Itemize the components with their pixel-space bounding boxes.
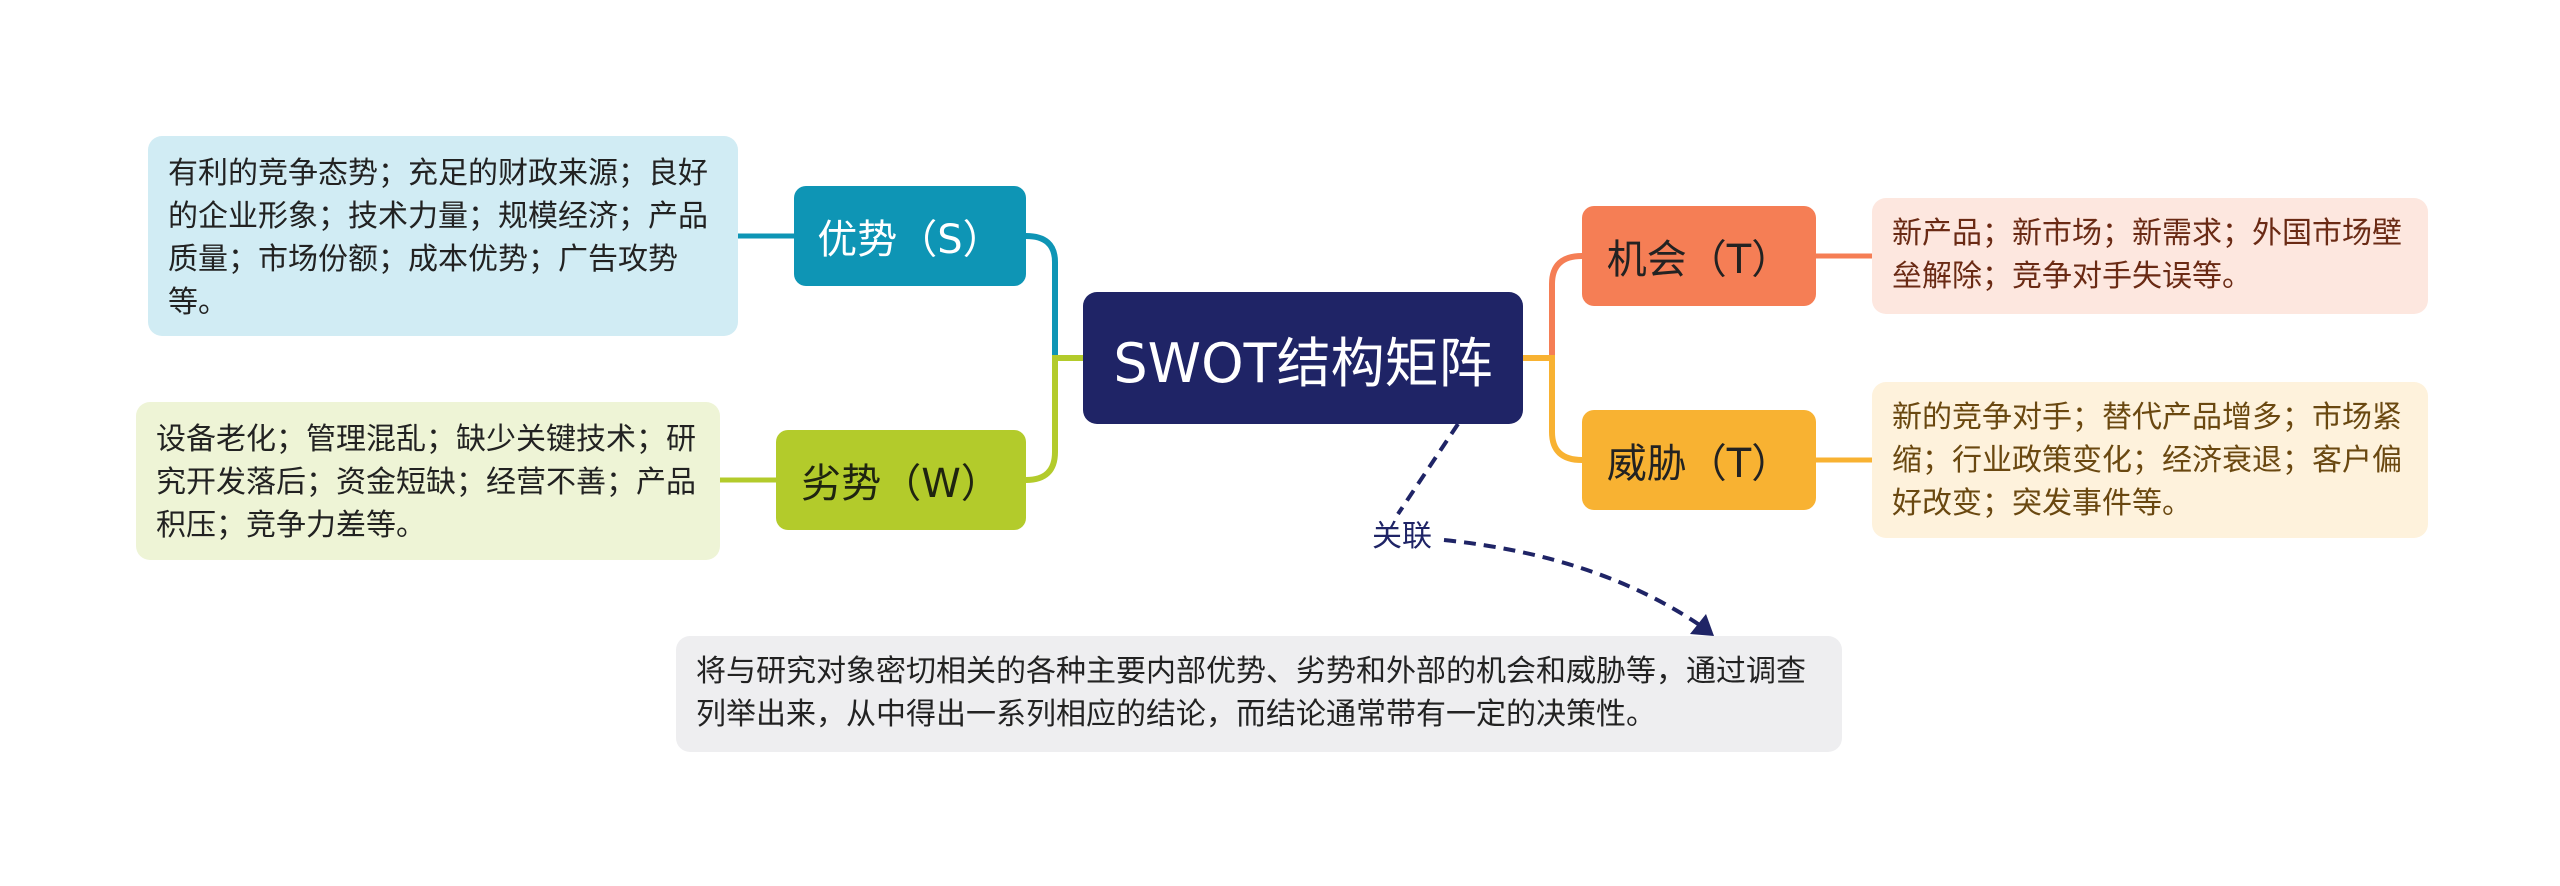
branch-weaknesses[interactable]: 劣势（W）	[776, 430, 1026, 530]
opportunities-detail[interactable]: 新产品；新市场；新需求；外国市场壁垒解除；竞争对手失误等。	[1872, 198, 2428, 314]
connector-center-to-threats	[1523, 355, 1583, 463]
branch-strengths[interactable]: 优势（S）	[794, 186, 1026, 286]
connector-center-to-opportunities	[1523, 253, 1583, 361]
weaknesses-detail[interactable]: 设备老化；管理混乱；缺少关键技术；研究开发落后；资金短缺；经营不善；产品积压；竞…	[136, 402, 720, 560]
opportunities-detail-text: 新产品；新市场；新需求；外国市场壁垒解除；竞争对手失误等。	[1892, 216, 2402, 294]
strengths-detail-text: 有利的竞争态势；充足的财政来源；良好的企业形象；技术力量；规模经济；产品质量；市…	[168, 156, 708, 320]
branch-opportunities-label: 机会（T）	[1606, 237, 1792, 283]
relation-note-text: 将与研究对象密切相关的各种主要内部优势、劣势和外部的机会和威胁等，通过调查列举出…	[696, 654, 1806, 732]
connector-center-to-weaknesses	[1025, 355, 1083, 483]
center-topic-label: SWOT结构矩阵	[1113, 331, 1493, 395]
connector-center-to-strengths	[1025, 233, 1083, 361]
weaknesses-detail-text: 设备老化；管理混乱；缺少关键技术；研究开发落后；资金短缺；经营不善；产品积压；竞…	[156, 422, 696, 543]
branch-weaknesses-label: 劣势（W）	[801, 461, 1001, 507]
center-topic[interactable]: SWOT结构矩阵	[1083, 292, 1523, 424]
relation-arrowhead	[1690, 614, 1714, 636]
branch-strengths-label: 优势（S）	[817, 217, 1003, 263]
relation-line-lower	[1443, 538, 1706, 630]
strengths-detail[interactable]: 有利的竞争态势；充足的财政来源；良好的企业形象；技术力量；规模经济；产品质量；市…	[148, 136, 738, 336]
relation-note[interactable]: 将与研究对象密切相关的各种主要内部优势、劣势和外部的机会和威胁等，通过调查列举出…	[676, 636, 1842, 752]
branch-threats[interactable]: 威胁（T）	[1582, 410, 1816, 510]
relation-line-upper	[1396, 422, 1460, 516]
branch-opportunities[interactable]: 机会（T）	[1582, 206, 1816, 306]
relation-label[interactable]: 关联	[1364, 515, 1440, 559]
threats-detail[interactable]: 新的竞争对手；替代产品增多；市场紧缩；行业政策变化；经济衰退；客户偏好改变；突发…	[1872, 382, 2428, 538]
threats-detail-text: 新的竞争对手；替代产品增多；市场紧缩；行业政策变化；经济衰退；客户偏好改变；突发…	[1892, 400, 2402, 521]
branch-threats-label: 威胁（T）	[1606, 441, 1792, 487]
